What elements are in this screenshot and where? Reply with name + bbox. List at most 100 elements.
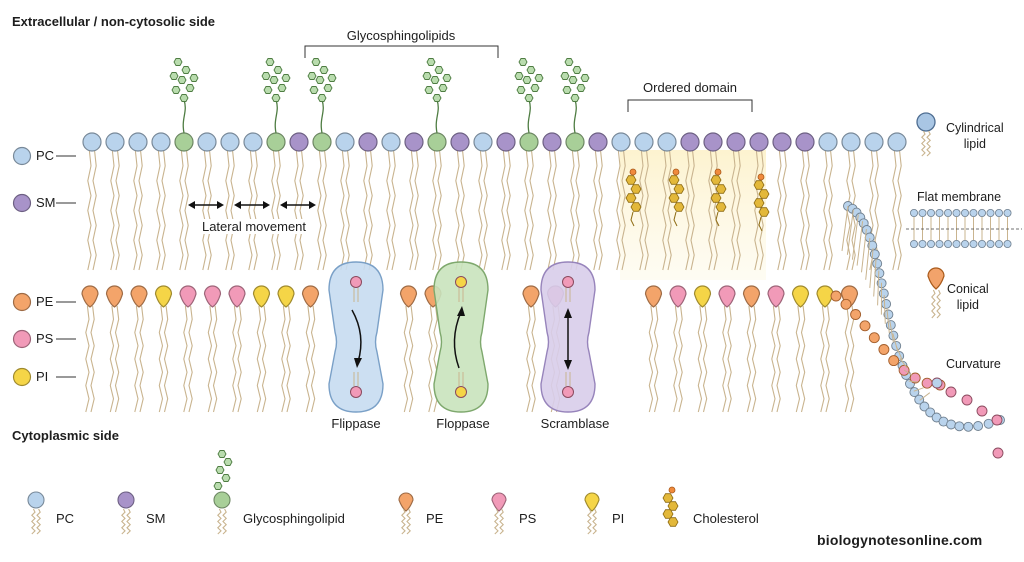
lipid-tail (575, 150, 580, 271)
head-pc (105, 132, 125, 152)
head-pc (657, 132, 677, 152)
lipid-tail (212, 305, 218, 413)
curve-tail (895, 345, 903, 361)
head-pc (197, 132, 217, 152)
legend-swatch-pi (584, 492, 600, 512)
lipid-tail (276, 150, 281, 271)
curve-tail (865, 238, 871, 280)
sugar-unit (576, 84, 586, 92)
lipid-tail (217, 508, 222, 535)
sugar-unit (315, 76, 325, 84)
curve-tail (908, 380, 918, 383)
head-glyco (174, 132, 194, 152)
lipid-tail (648, 305, 654, 413)
lipid-tail (570, 150, 575, 271)
arrow-up (453, 311, 462, 369)
head-pc (82, 132, 102, 152)
glycan-stem (573, 99, 577, 134)
right-panel-graphics (906, 112, 1022, 319)
lipid-tail (547, 150, 552, 271)
head-sm (358, 132, 378, 152)
head-pc (887, 132, 907, 152)
sugar-unit (572, 66, 582, 74)
transport-proteins (328, 261, 596, 413)
sugar-unit (518, 58, 528, 66)
arrow-down (351, 309, 362, 363)
curve-head-pc (869, 249, 880, 260)
curl-head (931, 377, 943, 389)
sugar-unit (438, 84, 448, 92)
head-sm (795, 132, 815, 152)
flat-head-top (927, 208, 936, 217)
head-ps (203, 285, 222, 308)
curve-tail (913, 387, 924, 392)
chol-ring (625, 193, 637, 203)
legend-swatch-sm (117, 491, 135, 509)
lipid-tail (232, 305, 237, 413)
head-pi (816, 285, 834, 308)
lipid-tail (391, 150, 396, 271)
lipid-tail (138, 150, 143, 271)
chol-ring (753, 180, 765, 190)
lipid-tail (256, 305, 262, 413)
sugar-unit (524, 94, 534, 102)
lipid-tail (897, 150, 902, 271)
cylindrical-lipid-label: Cylindrical lipid (946, 120, 1004, 152)
head-glyco (266, 132, 286, 152)
lipid-tail (921, 130, 926, 157)
lipid-tail (552, 150, 557, 271)
lipid-tail (340, 150, 345, 271)
label-swatch-pi (12, 367, 32, 387)
lipid-tail (363, 150, 368, 271)
lipid-tail (401, 508, 406, 535)
sugar-unit (560, 72, 570, 80)
lipid-tail (403, 305, 409, 413)
lipid-tail (253, 150, 258, 271)
label-swatch-sm (12, 193, 32, 213)
glycan-tree (169, 58, 199, 134)
lipid-tail (800, 150, 805, 271)
lipid-tail (294, 150, 299, 271)
head-pc (381, 132, 401, 152)
lipid-tail (727, 305, 732, 413)
legend-swatch-ps (491, 492, 507, 512)
head-sm (496, 132, 516, 152)
lipid-tail (345, 150, 350, 271)
sugar-unit (434, 66, 444, 74)
lipid-tail (690, 150, 695, 271)
lipid-tail (271, 150, 276, 271)
chol-ring (625, 175, 637, 185)
legend-swatch-glyco (213, 491, 231, 509)
protein-body (328, 261, 384, 413)
chol-oh (757, 173, 765, 181)
lipid-tail (673, 305, 678, 413)
sugar-unit (265, 58, 275, 66)
lipid-tail (161, 150, 166, 271)
head-pi (693, 285, 712, 308)
curl-head (976, 405, 988, 417)
flat-head-top (1003, 208, 1012, 217)
lipid-tail (771, 305, 776, 413)
legend-label-glycosphingolipid: Glycosphingolipid (243, 511, 345, 526)
lipid-tail (494, 508, 499, 535)
glycan-tree (261, 58, 291, 134)
legend-graphics (27, 450, 679, 535)
legend-label-pi: PI (612, 511, 625, 526)
sugar-unit (570, 94, 580, 102)
curve-tail (861, 229, 867, 273)
glycan-stem (435, 99, 439, 134)
protein-lipid-bottom (350, 386, 362, 398)
lipid-tail (529, 150, 534, 271)
glycan-tree (560, 58, 590, 134)
flat-head-bottom (978, 239, 987, 248)
sugar-unit (422, 72, 432, 80)
lipid-tail (531, 305, 536, 413)
lipid-tails (85, 150, 902, 413)
conical-lipid-head (927, 267, 945, 290)
head-sm (703, 132, 723, 152)
lateral-arrow-left (188, 201, 195, 209)
sugar-unit (269, 76, 279, 84)
curve-head-pc (914, 394, 925, 405)
lateral-arrow (188, 201, 224, 209)
